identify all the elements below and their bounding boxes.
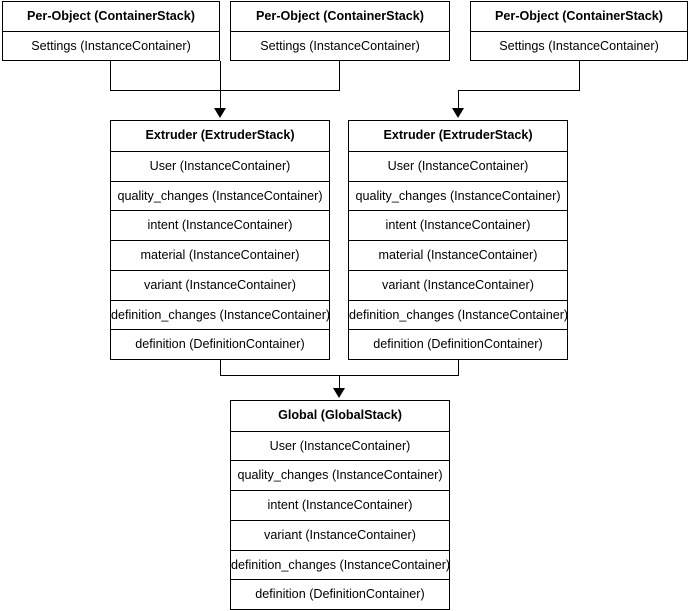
node-extruder-1-row-definition-changes[interactable]: definition_changes (InstanceContainer)	[111, 299, 329, 330]
node-per-object-3[interactable]: Per-Object (ContainerStack) Settings (In…	[470, 1, 688, 61]
node-extruder-1-row-definition[interactable]: definition (DefinitionContainer)	[111, 329, 329, 359]
node-extruder-2-row-user[interactable]: User (InstanceContainer)	[349, 150, 567, 181]
node-global-row-quality-changes[interactable]: quality_changes (InstanceContainer)	[231, 460, 449, 490]
node-extruder-2-row-definition-changes[interactable]: definition_changes (InstanceContainer)	[349, 299, 567, 330]
edge-drop-global	[339, 375, 340, 389]
node-extruder-2-row-material[interactable]: material (InstanceContainer)	[349, 240, 567, 270]
arrowhead-global	[333, 388, 345, 398]
node-global-row-definition-changes[interactable]: definition_changes (InstanceContainer)	[231, 549, 449, 580]
edge-extruder-1-to-global-vertical	[220, 360, 221, 375]
node-extruder-2-row-variant[interactable]: variant (InstanceContainer)	[349, 269, 567, 300]
node-extruder-2-row-intent[interactable]: intent (InstanceContainer)	[349, 210, 567, 240]
edge-per-object-1-to-extruder-1-vertical	[110, 61, 111, 90]
node-extruder-2-header: Extruder (ExtruderStack)	[383, 128, 533, 142]
edge-merge-bar-extruder-1	[110, 90, 340, 91]
node-extruder-1-row-material[interactable]: material (InstanceContainer)	[111, 240, 329, 270]
edge-extruder-2-to-global-vertical	[458, 360, 459, 375]
node-per-object-2-row-settings[interactable]: Settings (InstanceContainer)	[231, 30, 449, 60]
node-extruder-1-row-variant[interactable]: variant (InstanceContainer)	[111, 269, 329, 300]
node-extruder-1-row-quality-changes[interactable]: quality_changes (InstanceContainer)	[111, 180, 329, 211]
node-per-object-3-row-settings[interactable]: Settings (InstanceContainer)	[471, 30, 687, 60]
edge-drop-extruder-1	[220, 61, 221, 109]
node-extruder-1[interactable]: Extruder (ExtruderStack) User (InstanceC…	[110, 120, 330, 360]
node-extruder-1-header: Extruder (ExtruderStack)	[145, 128, 295, 142]
node-per-object-1[interactable]: Per-Object (ContainerStack) Settings (In…	[2, 1, 220, 61]
node-extruder-1-row-user[interactable]: User (InstanceContainer)	[111, 150, 329, 181]
node-global-row-user[interactable]: User (InstanceContainer)	[231, 430, 449, 461]
node-global-row-variant[interactable]: variant (InstanceContainer)	[231, 519, 449, 550]
node-global-header: Global (GlobalStack)	[278, 408, 402, 422]
node-per-object-2-header: Per-Object (ContainerStack)	[256, 9, 424, 23]
node-extruder-2[interactable]: Extruder (ExtruderStack) User (InstanceC…	[348, 120, 568, 360]
node-per-object-3-header: Per-Object (ContainerStack)	[495, 9, 663, 23]
node-extruder-2-row-definition[interactable]: definition (DefinitionContainer)	[349, 329, 567, 359]
edge-elbow-bar-extruder-2	[458, 90, 580, 91]
node-extruder-2-row-quality-changes[interactable]: quality_changes (InstanceContainer)	[349, 180, 567, 211]
edge-drop-extruder-2	[458, 90, 459, 109]
edge-per-object-3-to-extruder-2-vertical	[579, 61, 580, 90]
node-per-object-1-header: Per-Object (ContainerStack)	[27, 9, 195, 23]
arrowhead-extruder-1	[214, 108, 226, 118]
node-global[interactable]: Global (GlobalStack) User (InstanceConta…	[230, 400, 450, 610]
node-extruder-1-row-intent[interactable]: intent (InstanceContainer)	[111, 210, 329, 240]
node-global-row-definition[interactable]: definition (DefinitionContainer)	[231, 579, 449, 609]
node-per-object-1-row-settings[interactable]: Settings (InstanceContainer)	[3, 30, 219, 60]
node-global-row-intent[interactable]: intent (InstanceContainer)	[231, 490, 449, 520]
edge-per-object-2-to-extruder-1-vertical	[339, 61, 340, 90]
node-per-object-2[interactable]: Per-Object (ContainerStack) Settings (In…	[230, 1, 450, 61]
arrowhead-extruder-2	[452, 108, 464, 118]
